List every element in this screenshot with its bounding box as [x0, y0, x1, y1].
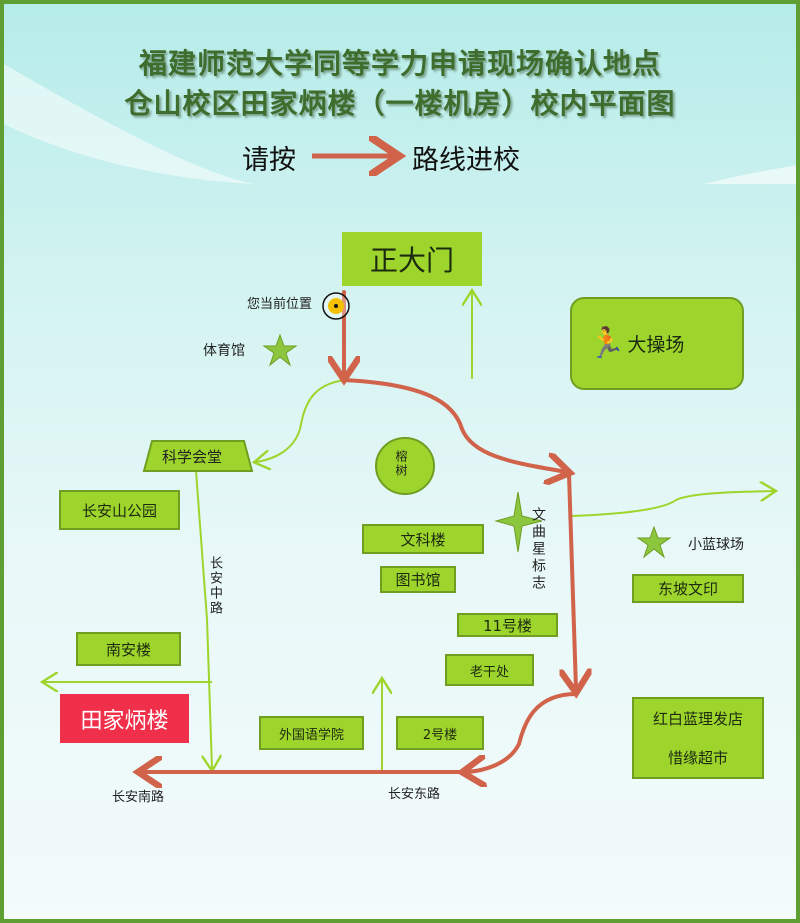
road-label-changan-east: 长安东路: [388, 787, 441, 802]
basketball-label: 小蓝球场: [688, 537, 744, 553]
main-gate: 正大门: [342, 232, 482, 286]
route-segment-2: [342, 378, 566, 472]
nanan-building: 南安楼: [76, 632, 181, 666]
route-layer: [4, 4, 800, 923]
route-segment-4: [466, 692, 578, 772]
supermarket-label: 惜缘超市: [667, 749, 728, 767]
big-field-label: 大操场: [627, 334, 685, 356]
banyan: 榕树: [394, 450, 408, 478]
road-label-changan-south: 长安南路: [112, 790, 165, 805]
barber-label: 红白蓝理发店: [652, 710, 743, 728]
you-are-here-label: 您当前位置: [247, 297, 313, 312]
road-label-changan-middle: 长安中路: [207, 556, 222, 616]
banyan-shape: [375, 437, 435, 495]
route-segment-3: [569, 472, 576, 689]
basketball-star-icon: [636, 525, 672, 559]
title-line1: 福建师范大学同等学力申请现场确认地点: [138, 47, 661, 80]
gym-label: 体育馆: [203, 343, 245, 359]
title-line2: 仓山校区田家炳楼（一楼机房）校内平面图: [124, 87, 676, 120]
background-swoosh: [4, 64, 796, 184]
tianjiabing-building: 田家炳楼: [60, 694, 189, 743]
dongpo-print: 东坡文印: [632, 574, 744, 603]
liberal-arts-building: 文科楼: [362, 524, 484, 554]
road-to-science-hall: [256, 379, 347, 462]
library: 图书馆: [380, 566, 456, 593]
wenquxing-label: 文曲星标志: [530, 507, 546, 592]
big-field: 🏃大操场: [570, 297, 744, 390]
gym-star-icon: [262, 333, 298, 367]
legend-suffix: 路线进校: [412, 145, 520, 176]
barber-supermarket: 红白蓝理发店 惜缘超市: [632, 697, 764, 779]
building-2: 2号楼: [396, 716, 484, 750]
legend-prefix: 请按: [242, 145, 296, 176]
road-east: [571, 491, 774, 517]
building-11: 11号楼: [457, 613, 558, 637]
wenquxing-star-icon: [494, 491, 543, 553]
foreign-language-college: 外国语学院: [259, 716, 364, 750]
changanshan-park: 长安山公园: [59, 490, 180, 530]
road-changan-middle: [195, 470, 212, 769]
science-hall-shape: [142, 440, 254, 472]
retired-office: 老干处: [445, 654, 534, 686]
science-hall: 科学会堂: [162, 448, 223, 466]
runner-icon: 🏃: [588, 326, 626, 361]
